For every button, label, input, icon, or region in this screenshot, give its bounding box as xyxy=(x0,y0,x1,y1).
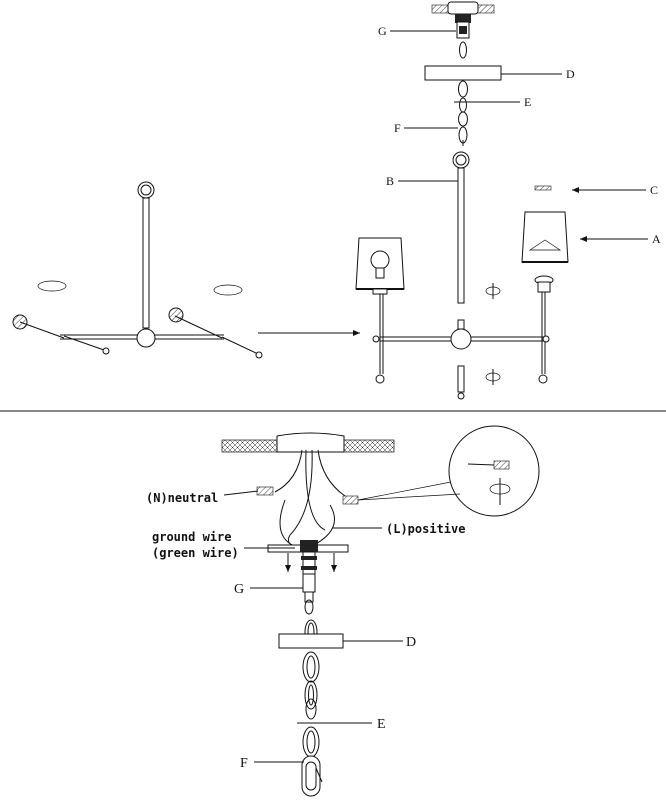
part-c: C xyxy=(534,183,658,197)
chain-top xyxy=(458,41,468,146)
svg-text:(N)neutral: (N)neutral xyxy=(146,491,218,505)
svg-text:F: F xyxy=(394,121,401,135)
label-neutral: (N)neutral xyxy=(146,490,259,505)
rod-b: B xyxy=(386,151,470,304)
lamp-left-top xyxy=(355,237,405,295)
detail-zoom xyxy=(357,425,540,517)
canopy-d-top: D xyxy=(424,65,575,81)
label-e-bottom: E xyxy=(297,717,386,732)
svg-text:G: G xyxy=(378,24,387,38)
ceiling-bottom xyxy=(221,432,395,453)
hook-f-bottom: F xyxy=(240,755,323,797)
wires xyxy=(274,449,346,549)
svg-text:B: B xyxy=(386,174,394,188)
svg-text:C: C xyxy=(650,183,658,197)
svg-text:(green wire): (green wire) xyxy=(152,546,239,560)
hook-g-bottom: G xyxy=(234,573,316,615)
label-g-top: G xyxy=(378,24,456,38)
label-ground: ground wire (green wire) xyxy=(152,530,295,560)
canopy-d-bottom: D xyxy=(278,633,416,650)
svg-text:A: A xyxy=(652,232,661,246)
label-positive: (L)positive xyxy=(332,522,465,536)
label-f-top: F xyxy=(394,121,458,135)
svg-text:(L)positive: (L)positive xyxy=(386,522,465,536)
frame-top-right xyxy=(372,292,550,400)
ceiling-mount-top xyxy=(431,1,495,39)
mounting-plate xyxy=(267,540,349,575)
svg-text:E: E xyxy=(377,717,386,732)
label-e-top: E xyxy=(454,95,531,109)
svg-text:E: E xyxy=(524,95,531,109)
socket-right-top xyxy=(534,275,554,293)
svg-text:G: G xyxy=(234,582,244,597)
svg-text:D: D xyxy=(406,635,416,650)
svg-text:D: D xyxy=(566,67,575,81)
shade-a: A xyxy=(521,211,661,263)
svg-text:ground wire: ground wire xyxy=(152,530,231,544)
frame-left-top xyxy=(12,181,263,359)
rotate-icons-top xyxy=(37,280,501,385)
chain-bottom xyxy=(302,619,320,758)
svg-text:F: F xyxy=(240,756,248,771)
